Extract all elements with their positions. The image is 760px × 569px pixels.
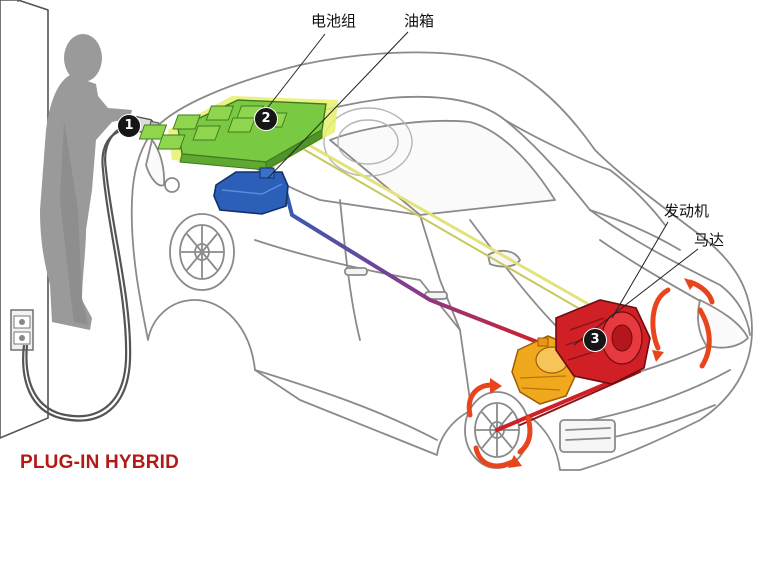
callout-2: 2 bbox=[254, 107, 278, 131]
callout-3: 3 bbox=[583, 328, 607, 352]
person-silhouette-icon bbox=[40, 34, 132, 330]
label-motor: 马达 bbox=[694, 231, 725, 249]
charging-cable-icon bbox=[22, 122, 133, 422]
fuel-tank-icon bbox=[213, 167, 289, 215]
rotation-arrowheads bbox=[490, 278, 696, 468]
label-fuel-tank: 油箱 bbox=[404, 12, 435, 30]
wall-outlet-icon bbox=[10, 309, 34, 351]
rear-tire-ghost bbox=[323, 107, 413, 177]
rear-wheel bbox=[169, 213, 235, 291]
power-lines bbox=[283, 138, 641, 432]
label-battery-pack: 电池组 bbox=[311, 12, 357, 30]
label-engine: 发动机 bbox=[664, 202, 710, 220]
battery-pack-icon bbox=[138, 96, 338, 171]
diagram-title: PLUG-IN HYBRID bbox=[20, 452, 180, 473]
callout-1: 1 bbox=[117, 114, 141, 138]
